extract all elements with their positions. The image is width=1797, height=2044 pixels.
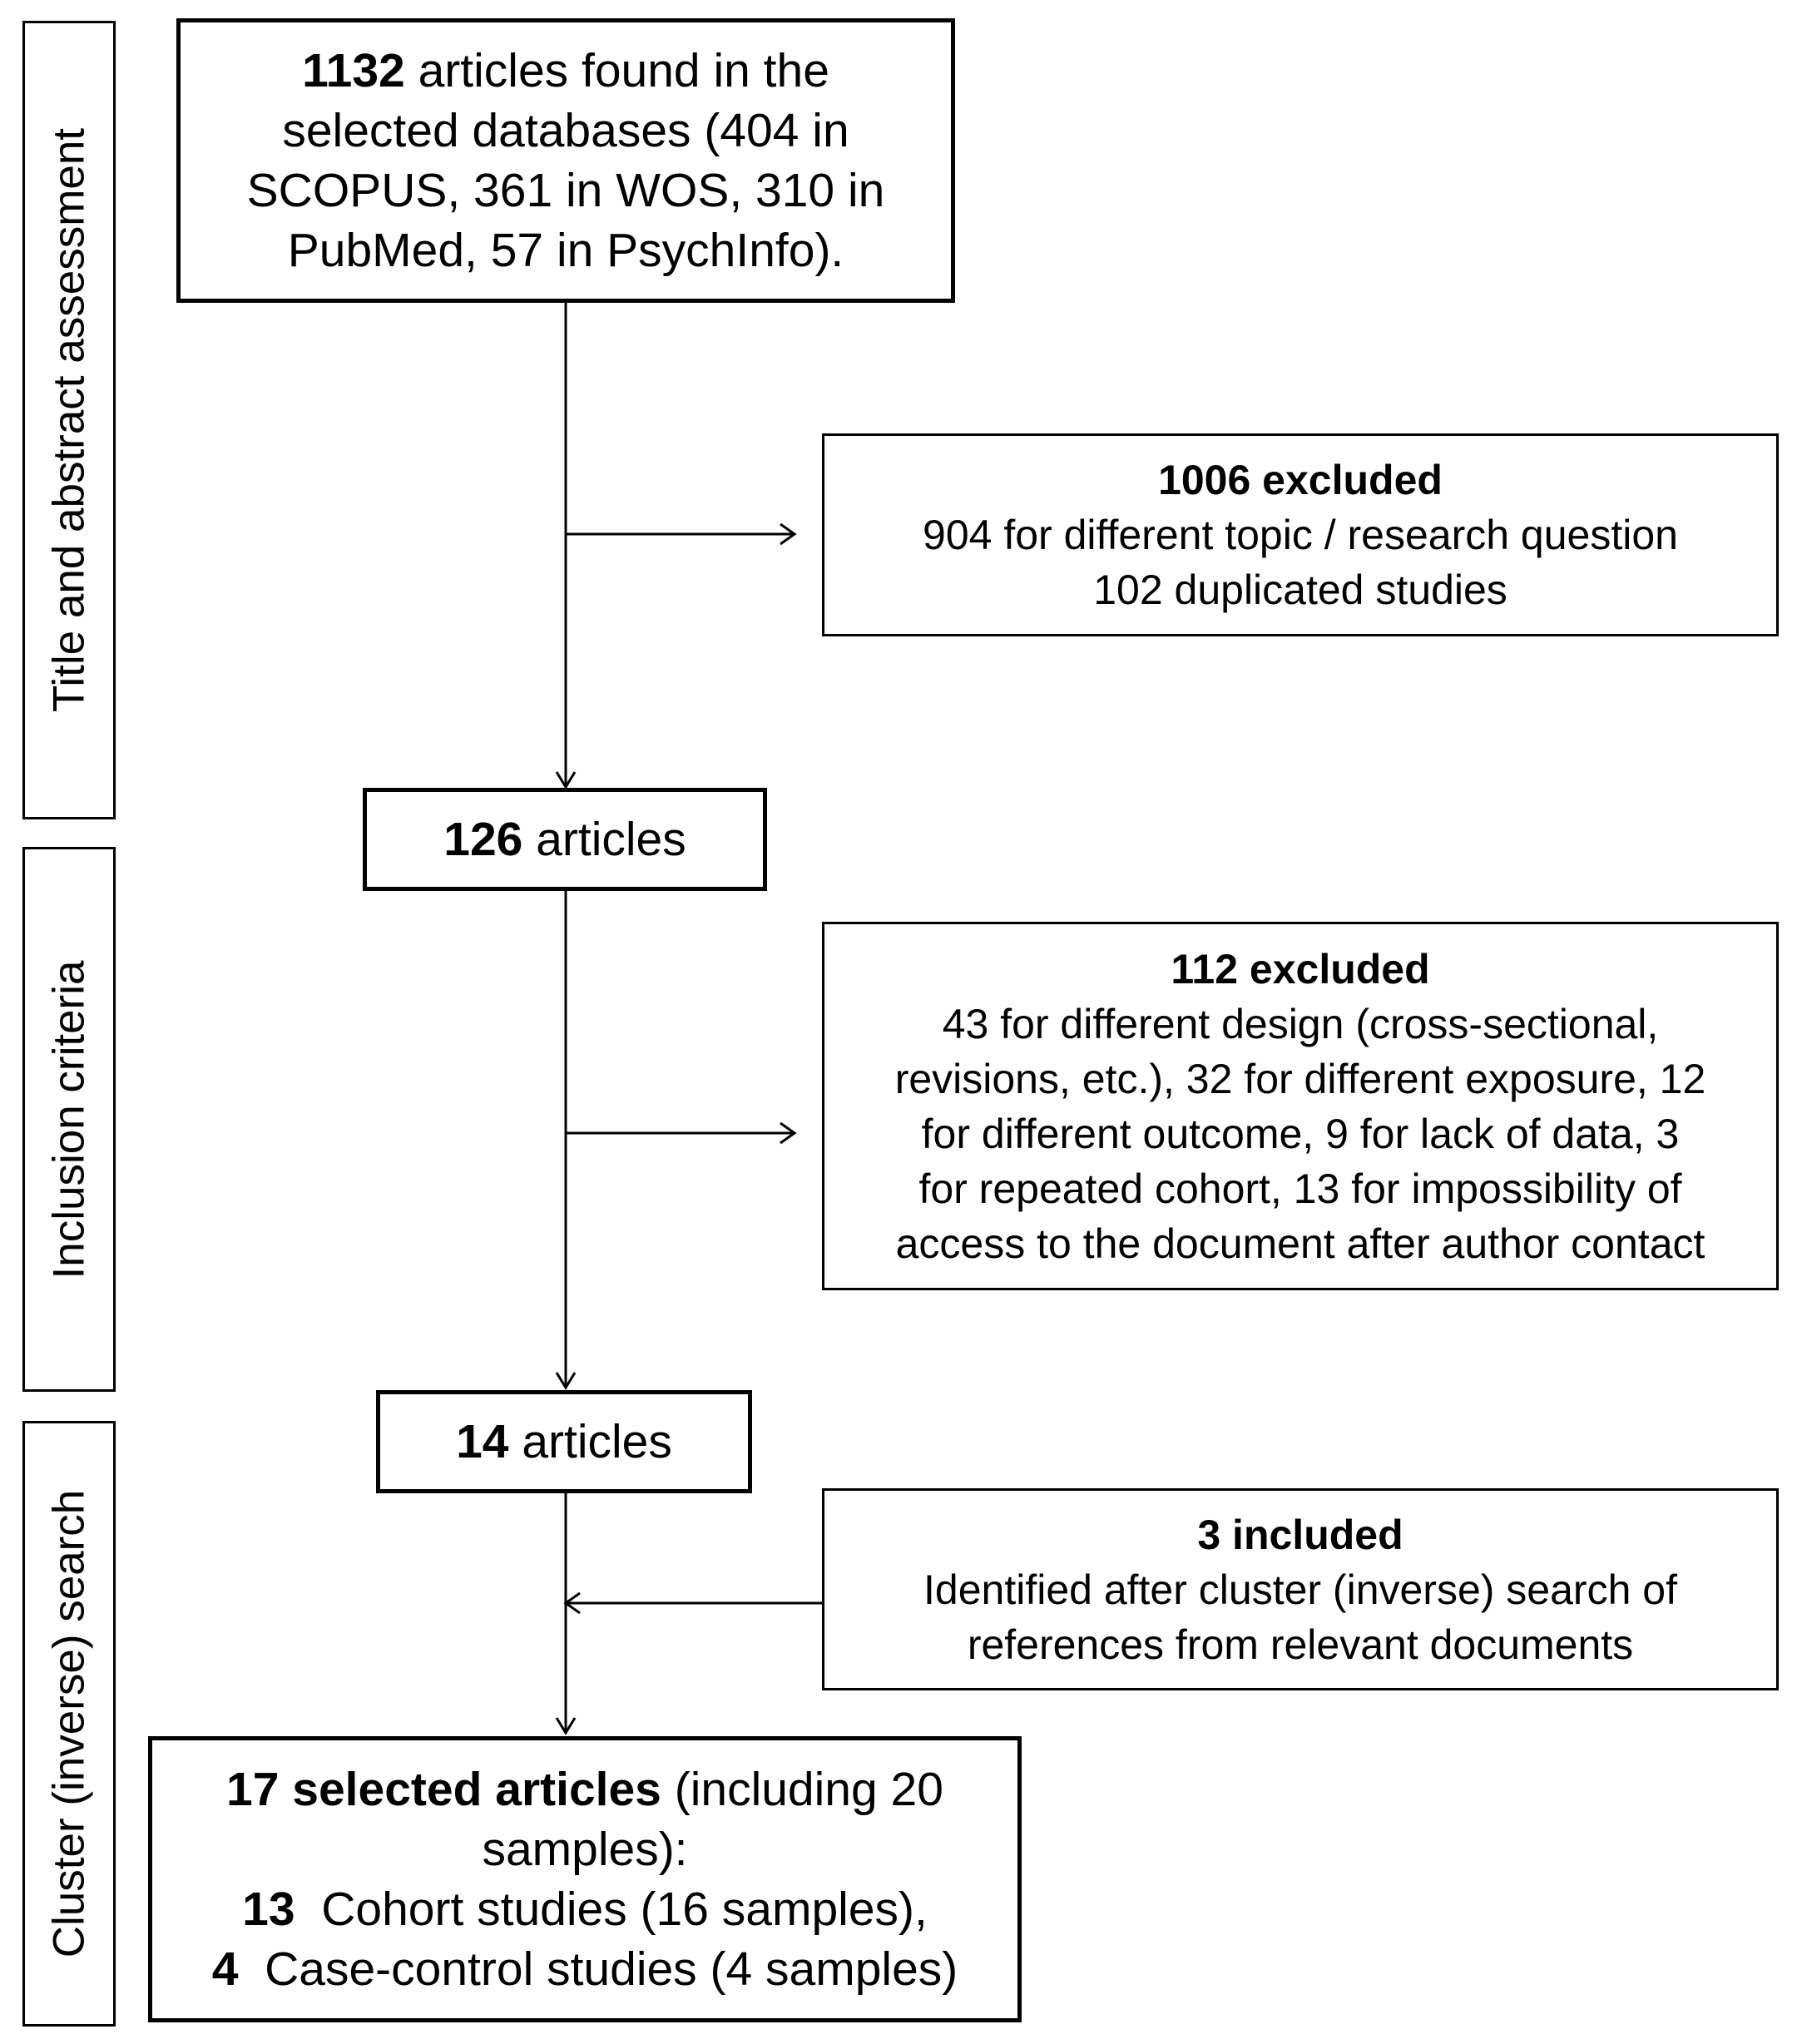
excluded-1-line-2: 102 duplicated studies (1093, 567, 1507, 613)
arrowhead-excluded2 (780, 1121, 797, 1145)
excluded-2-line-3: for different outcome, 9 for lack of dat… (921, 1110, 1680, 1157)
included-title: 3 included (1197, 1511, 1403, 1558)
articles-14-count: 14 (456, 1415, 509, 1468)
included-line-2: references from relevant documents (967, 1621, 1634, 1668)
excluded-2-title: 112 excluded (1171, 945, 1430, 992)
found-line-3: SCOPUS, 361 in WOS, 310 in (246, 164, 885, 217)
arrowhead-excluded1 (780, 522, 797, 546)
final-line-1: 17 selected articles (including 20 (226, 1759, 943, 1819)
included-line-1: Identified after cluster (inverse) searc… (923, 1566, 1677, 1613)
articles-14-text: articles (508, 1415, 672, 1468)
final-line-2: samples): (482, 1823, 688, 1876)
articles-126-box: 126 articles (363, 788, 767, 891)
excluded-2-line-5: access to the document after author cont… (895, 1220, 1705, 1267)
articles-126-line: 126 articles (443, 809, 686, 869)
included-box: 3 included Identified after cluster (inv… (822, 1488, 1779, 1690)
arrowhead-join (563, 1591, 581, 1615)
arrowhead-126 (555, 771, 577, 789)
excluded-1-line-1: 904 for different topic / research quest… (923, 512, 1678, 558)
excluded-2-line-4: for repeated cohort, 13 for impossibilit… (918, 1165, 1682, 1212)
found-line-1: 1132 articles found in the (302, 41, 829, 101)
found-line-2: selected databases (404 in (282, 104, 849, 157)
final-selected: 17 selected articles (226, 1763, 661, 1816)
excluded-1-title: 1006 excluded (1158, 457, 1443, 503)
final-cohort-count: 13 (242, 1883, 295, 1936)
final-selection-box: 17 selected articles (including 20 sampl… (148, 1736, 1022, 2022)
final-case-text: Case-control studies (4 samples) (238, 1943, 958, 1996)
stage-title-abstract: Title and abstract assessment (22, 21, 116, 819)
excluded-2-line-1: 43 for different design (cross-sectional… (942, 1000, 1659, 1047)
found-line-4: PubMed, 57 in PsychInfo). (287, 224, 844, 277)
arrowhead-14 (555, 1372, 577, 1390)
articles-14-line: 14 articles (456, 1412, 672, 1472)
articles-126-count: 126 (443, 813, 523, 866)
excluded-1-box: 1006 excluded 904 for different topic / … (822, 433, 1779, 636)
stage-cluster: Cluster (inverse) search (22, 1421, 116, 2027)
articles-14-box: 14 articles (376, 1390, 752, 1493)
excluded-2-line-2: revisions, etc.), 32 for different expos… (894, 1055, 1706, 1102)
final-line-3: 13 Cohort studies (16 samples), (242, 1879, 928, 1939)
final-case-count: 4 (211, 1943, 239, 1996)
excluded-2-box: 112 excluded 43 for different design (cr… (822, 922, 1779, 1290)
articles-126-text: articles (522, 813, 686, 866)
found-line-1-text: articles found in the (404, 44, 829, 97)
final-cohort-text: Cohort studies (16 samples), (295, 1883, 928, 1936)
found-articles-box: 1132 articles found in the selected data… (176, 18, 955, 303)
final-line-4: 4 Case-control studies (4 samples) (212, 1939, 958, 1999)
arrowhead-final (555, 1717, 577, 1735)
final-line-1-rest: (including 20 (661, 1763, 943, 1816)
found-count: 1132 (302, 44, 405, 97)
stage-inclusion: Inclusion criteria (22, 847, 116, 1392)
